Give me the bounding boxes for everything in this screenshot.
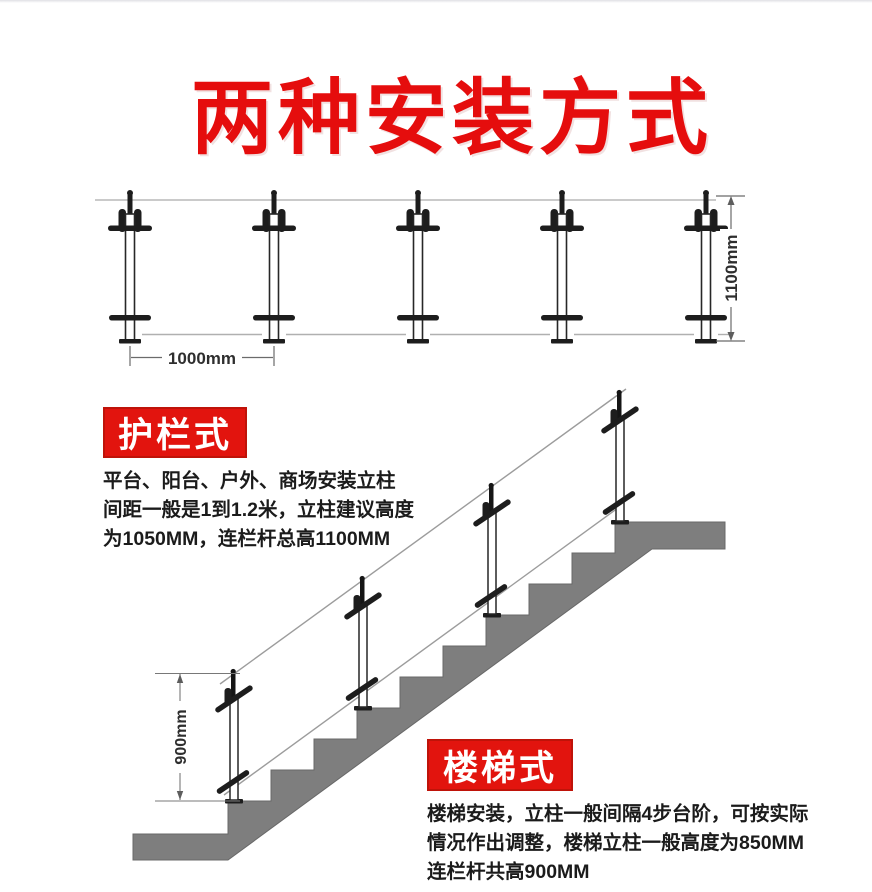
stair-style-badge: 楼梯式 — [427, 739, 573, 791]
stair-height-dimension-label: 900mm — [173, 709, 190, 764]
stair-description: 楼梯安装，立柱一般间隔4步台阶，可按实际 情况作出调整，楼梯立柱一般高度为850… — [427, 800, 808, 887]
railing-post — [539, 189, 585, 345]
staircase-shape — [132, 521, 726, 861]
stair-post — [342, 575, 384, 712]
guardrail-description-line: 间距一般是1到1.2米，立柱建议高度 — [103, 499, 414, 521]
guardrail-style-badge: 护栏式 — [103, 407, 247, 458]
stair-style-badge-label: 楼梯式 — [442, 748, 557, 788]
guardrail-style-badge-label: 护栏式 — [117, 416, 232, 455]
stair-description-line: 情况作出调整，楼梯立柱一般高度为850MM — [427, 832, 805, 854]
stair-height-dimension: 900mm — [155, 672, 240, 802]
spacing-dimension: 1000mm — [129, 346, 275, 368]
guardrail-diagram: 1000mm 1100mm — [95, 189, 745, 368]
page-title: 两种安装方式 — [191, 73, 714, 164]
guardrail-description-line: 平台、阳台、户外、商场安装立柱 — [103, 470, 396, 492]
height-dimension: 1100mm — [716, 195, 745, 342]
stair-post — [471, 482, 513, 619]
stair-post — [599, 389, 641, 526]
stair-description-line: 连栏杆共高900MM — [427, 861, 590, 883]
lower-rail-line — [223, 504, 623, 796]
top-divider-line — [0, 0, 872, 3]
guardrail-description-line: 为1050MM，连栏杆总高1100MM — [103, 528, 391, 550]
height-dimension-label: 1100mm — [722, 234, 741, 301]
railing-post — [107, 189, 153, 345]
stair-post — [213, 668, 255, 805]
upper-rail-line — [219, 388, 627, 685]
stair-description-line: 楼梯安装，立柱一般间隔4步台阶，可按实际 — [427, 803, 809, 825]
guardrail-description: 平台、阳台、户外、商场安装立柱 间距一般是1到1.2米，立柱建议高度 为1050… — [103, 467, 414, 554]
stair-diagram: 900mm — [132, 388, 726, 861]
spacing-dimension-label: 1000mm — [168, 349, 236, 368]
railing-post — [395, 189, 441, 345]
railing-post — [251, 189, 297, 345]
